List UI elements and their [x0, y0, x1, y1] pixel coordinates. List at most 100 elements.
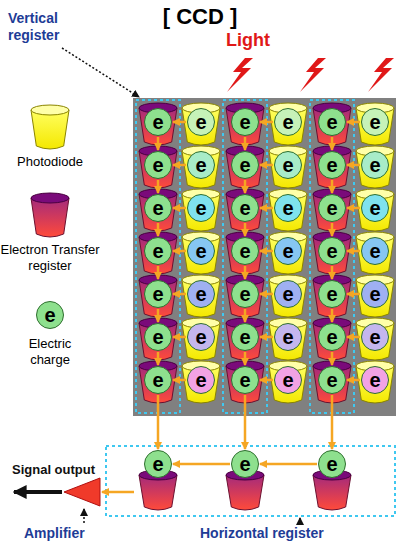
- photodiode-cup: [269, 189, 307, 231]
- photodiode-cup: [356, 103, 394, 145]
- charge-symbol: e: [152, 370, 163, 390]
- charge-circle: e: [361, 151, 389, 179]
- transfer-arrow: [331, 137, 334, 150]
- charge-circle: e: [144, 108, 172, 136]
- photodiode-cup: [356, 318, 394, 360]
- cup-body: [182, 151, 220, 188]
- charge-circle: e: [187, 194, 215, 222]
- charge-symbol: e: [195, 327, 206, 347]
- charge-circle: e: [144, 280, 172, 308]
- transfer-arrow: [173, 293, 186, 296]
- charge-symbol: e: [152, 112, 163, 132]
- charge-circle: e: [361, 237, 389, 265]
- vertical-register-outline: [223, 100, 267, 413]
- charge-circle: e: [318, 450, 346, 478]
- charge-circle: e: [144, 450, 172, 478]
- cup-body: [269, 194, 307, 231]
- charge-symbol: e: [195, 112, 206, 132]
- charge-circle: e: [36, 301, 64, 329]
- charge-symbol: e: [369, 112, 380, 132]
- transfer-arrow: [157, 352, 160, 365]
- charge-circle: e: [318, 108, 346, 136]
- transfer-arrow: [173, 164, 186, 167]
- charge-circle: e: [361, 280, 389, 308]
- charge-symbol: e: [326, 454, 337, 474]
- transfer-arrow: [244, 266, 247, 279]
- charge-circle: e: [274, 237, 302, 265]
- transfer-arrow: [173, 463, 230, 466]
- transfer-arrow: [260, 379, 273, 382]
- transfer-register-cup: [31, 193, 69, 237]
- photodiode-cup: [182, 318, 220, 360]
- charge-symbol: e: [369, 198, 380, 218]
- charge-circle: e: [318, 280, 346, 308]
- cup-body: [182, 280, 220, 317]
- photodiode-cup: [356, 361, 394, 403]
- charge-circle: e: [361, 366, 389, 394]
- photodiode-cup: [182, 189, 220, 231]
- transfer-arrow: [157, 223, 160, 236]
- legend-text: Electric charge: [15, 336, 85, 367]
- charge-circle: e: [318, 151, 346, 179]
- cup-body: [269, 280, 307, 317]
- transfer-arrow: [157, 266, 160, 279]
- charge-symbol: e: [326, 155, 337, 175]
- charge-symbol: e: [282, 284, 293, 304]
- cup-body: [269, 237, 307, 274]
- photodiode-cup: [269, 361, 307, 403]
- transfer-arrow: [157, 395, 160, 449]
- photodiode-cup: [269, 275, 307, 317]
- charge-circle: e: [274, 280, 302, 308]
- charge-circle: e: [318, 366, 346, 394]
- sensor-array: [133, 98, 396, 416]
- light-bolt: [300, 58, 326, 92]
- light-bolt: [368, 58, 394, 92]
- charge-circle: e: [187, 108, 215, 136]
- charge-symbol: e: [326, 112, 337, 132]
- cup-body: [182, 108, 220, 145]
- cup-body: [356, 366, 394, 403]
- transfer-arrow: [331, 266, 334, 279]
- charge-symbol: e: [282, 241, 293, 261]
- photodiode-cup: [269, 146, 307, 188]
- transfer-arrow: [347, 379, 360, 382]
- charge-symbol: e: [326, 370, 337, 390]
- transfer-arrow: [347, 250, 360, 253]
- transfer-arrow: [331, 180, 334, 193]
- cup-body: [182, 323, 220, 360]
- cup-body: [182, 194, 220, 231]
- photodiode-cup: [182, 361, 220, 403]
- charge-circle: e: [274, 323, 302, 351]
- charge-circle: e: [318, 323, 346, 351]
- charge-symbol: e: [326, 198, 337, 218]
- diagram-title: [ CCD ]: [100, 4, 300, 30]
- cup-body: [269, 323, 307, 360]
- charge-circle: e: [318, 237, 346, 265]
- transfer-arrow: [244, 395, 247, 449]
- charge-circle: e: [231, 323, 259, 351]
- charge-circle: e: [187, 280, 215, 308]
- transfer-arrow: [102, 491, 134, 494]
- photodiode-cup: [356, 232, 394, 274]
- transfer-arrow: [260, 207, 273, 210]
- charge-circle: e: [144, 151, 172, 179]
- cup-body: [269, 366, 307, 403]
- transfer-arrow: [260, 336, 273, 339]
- photodiode-cup: [31, 105, 69, 149]
- amplifier-label: Amplifier: [24, 525, 114, 542]
- cup-body: [269, 108, 307, 145]
- charge-circle: e: [231, 108, 259, 136]
- cup-body: [31, 198, 69, 237]
- transfer-arrow: [347, 336, 360, 339]
- transfer-arrow: [260, 164, 273, 167]
- charge-circle: e: [187, 366, 215, 394]
- charge-symbol: e: [152, 155, 163, 175]
- charge-circle: e: [144, 323, 172, 351]
- charge-circle: e: [144, 237, 172, 265]
- cup-body: [182, 366, 220, 403]
- output-label: Signal output: [12, 462, 112, 478]
- transfer-arrow: [260, 121, 273, 124]
- charge-symbol: e: [369, 284, 380, 304]
- charge-symbol: e: [369, 155, 380, 175]
